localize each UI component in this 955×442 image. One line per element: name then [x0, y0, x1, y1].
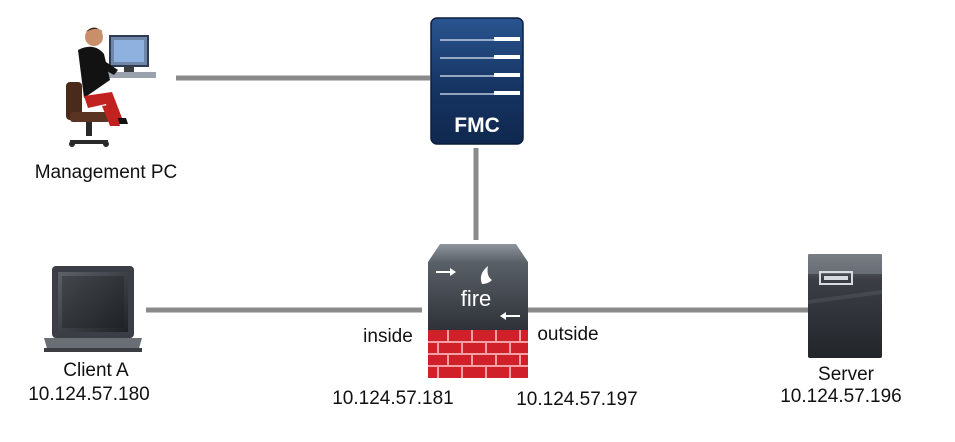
outside-interface-ip: 10.124.57.197 [516, 389, 638, 410]
client-a-label: Client A [63, 360, 129, 381]
fmc-server-icon [430, 17, 524, 145]
outside-interface-label: outside [537, 324, 598, 345]
server-icon [808, 254, 882, 358]
firewall-icon [428, 244, 528, 378]
links [146, 75, 808, 313]
laptop-icon [44, 266, 142, 352]
inside-interface-label: inside [363, 326, 413, 347]
server-ip: 10.124.57.196 [780, 386, 902, 407]
arrow-right-icon [436, 268, 456, 276]
fmc-label: FMC [454, 114, 500, 137]
inside-interface-ip: 10.124.57.181 [332, 388, 454, 409]
server-label: Server [818, 364, 875, 385]
firewall-label: fire [461, 286, 492, 311]
arrow-left-icon [500, 312, 520, 320]
management-pc-icon [66, 27, 156, 147]
management-pc-label: Management PC [35, 162, 178, 183]
client-a-ip: 10.124.57.180 [28, 384, 150, 405]
flame-icon [480, 266, 492, 284]
